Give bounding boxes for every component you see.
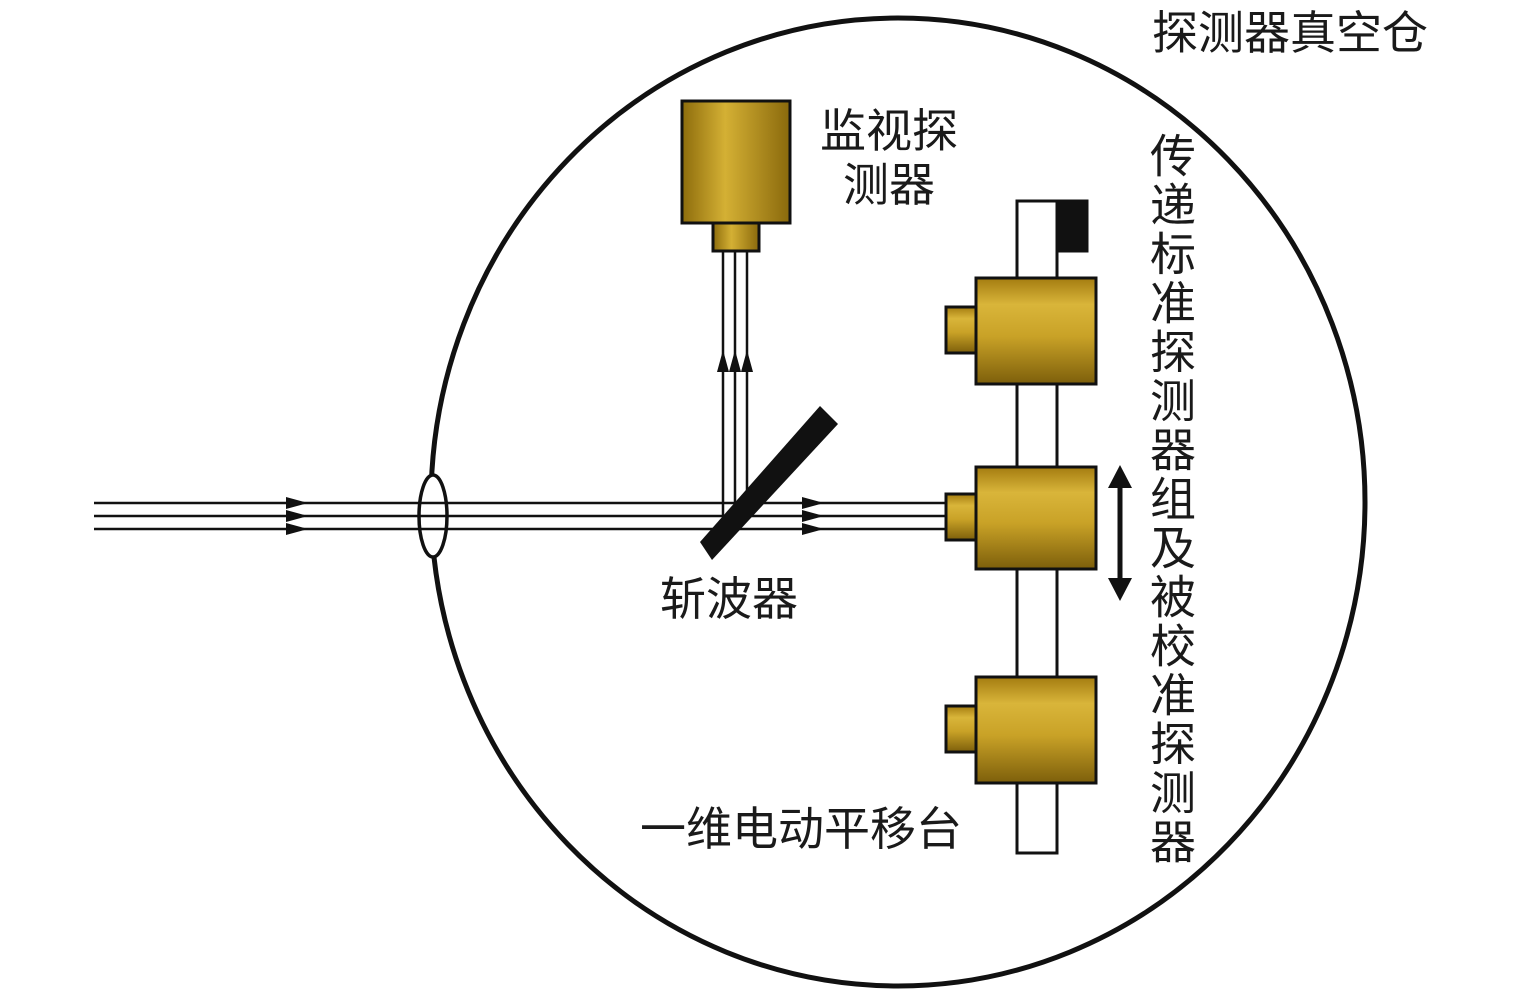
translation-stage-label: 一维电动平移台 xyxy=(640,802,962,856)
chopper-blade xyxy=(700,406,838,560)
detector-group-label: 传递标准探测器组及被校准探测器 xyxy=(1143,132,1197,867)
chopper-label: 斩波器 xyxy=(660,572,798,626)
reflected-beam xyxy=(721,250,749,516)
monitor-detector xyxy=(680,99,792,253)
calibrated-detector-bottom xyxy=(944,675,1098,785)
monitor-detector-label: 监视探测器 xyxy=(820,104,958,212)
reflected-beam-arrow xyxy=(717,350,753,372)
motion-arrow xyxy=(1108,465,1132,601)
vacuum-chamber-label: 探测器真空仓 xyxy=(1152,6,1428,60)
beam-arrow-right xyxy=(802,497,824,535)
standard-detector-top xyxy=(944,276,1098,386)
detector-in-beam xyxy=(944,465,1098,571)
beam-arrow-left xyxy=(286,497,308,535)
